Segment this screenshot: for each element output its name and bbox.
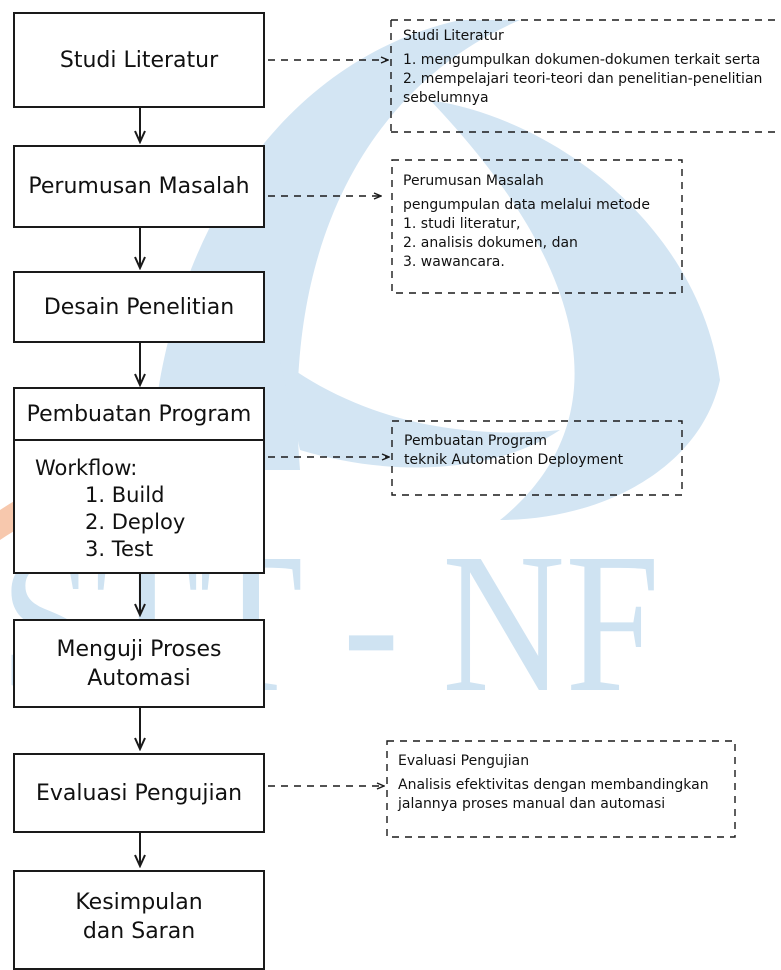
box-kesimpulan-line1: Kesimpulan [75,890,203,915]
box-perumusan-masalah-label: Perumusan Masalah [28,174,250,199]
box-evaluasi-pengujian: Evaluasi Pengujian [13,753,265,833]
box-studi-literatur: Studi Literatur [13,12,265,108]
box-desain-penelitian-label: Desain Penelitian [43,294,235,320]
box-pembuatan-program-header: Pembuatan Program [15,389,263,441]
box-evaluasi-pengujian-label: Evaluasi Pengujian [35,780,243,806]
note-studi-literatur-title: Studi Literatur [403,28,504,44]
note-perumusan-masalah: Perumusan Masalah pengumpulan data melal… [403,172,678,272]
note-border-studi-literatur [390,19,781,133]
note-border-evaluasi-pengujian [386,740,736,838]
note-evaluasi-pengujian-line2: jalannya proses manual dan automasi [398,796,666,812]
note-perumusan-masalah-title: Perumusan Masalah [403,173,544,189]
note-pembuatan-program: Pembuatan Program teknik Automation Depl… [404,432,679,470]
note-perumusan-masalah-line2: 1. studi literatur, [403,216,521,232]
watermark-logo-arc-mid [280,360,560,468]
watermark-logo-arc-right [430,100,720,520]
box-menguji-line1: Menguji Proses [56,636,222,662]
note-studi-literatur-line1: 1. mengumpulkan dokumen-dokumen terkait … [403,52,761,68]
box-kesimpulan-dan-saran: Kesimpulan dan Saran [13,870,265,970]
workflow-step-deploy: 2. Deploy [85,510,186,534]
note-evaluasi-pengujian-line1: Analisis efektivitas dengan membandingka… [398,777,709,793]
note-pembuatan-program-line1: teknik Automation Deployment [404,452,624,468]
watermark-logo-arc-left [150,20,520,470]
note-evaluasi-pengujian: Evaluasi Pengujian Analisis efektivitas … [398,752,733,814]
workflow-list: Workflow: 1. Build 2. Deploy 3. Test [15,441,263,563]
box-desain-penelitian: Desain Penelitian [13,271,265,343]
workflow-title: Workflow: [35,456,138,480]
note-evaluasi-pengujian-title: Evaluasi Pengujian [398,753,530,769]
box-menguji-proses-automasi: Menguji Proses Automasi [13,619,265,708]
box-pembuatan-program: Pembuatan Program Workflow: 1. Build 2. … [13,387,265,574]
note-studi-literatur-line3: sebelumnya [403,90,489,106]
note-perumusan-masalah-line4: 3. wawancara. [403,254,505,270]
box-perumusan-masalah: Perumusan Masalah [13,145,265,228]
note-studi-literatur: Studi Literatur 1. mengumpulkan dokumen-… [403,27,781,108]
box-kesimpulan-line2: dan Saran [82,919,196,944]
note-pembuatan-program-title: Pembuatan Program [404,433,547,449]
box-studi-literatur-label: Studi Literatur [59,47,219,73]
box-menguji-line2: Automasi [87,665,191,691]
note-perumusan-masalah-line3: 2. analisis dokumen, dan [403,235,578,251]
workflow-step-test: 3. Test [85,537,154,561]
note-perumusan-masalah-line1: pengumpulan data melalui metode [403,197,650,213]
note-border-perumusan-masalah [391,159,683,294]
workflow-step-build: 1. Build [85,483,165,507]
note-studi-literatur-line2: 2. mempelajari teori-teori dan penelitia… [403,71,763,87]
box-pembuatan-program-label: Pembuatan Program [26,401,252,427]
note-border-pembuatan-program [391,420,683,496]
